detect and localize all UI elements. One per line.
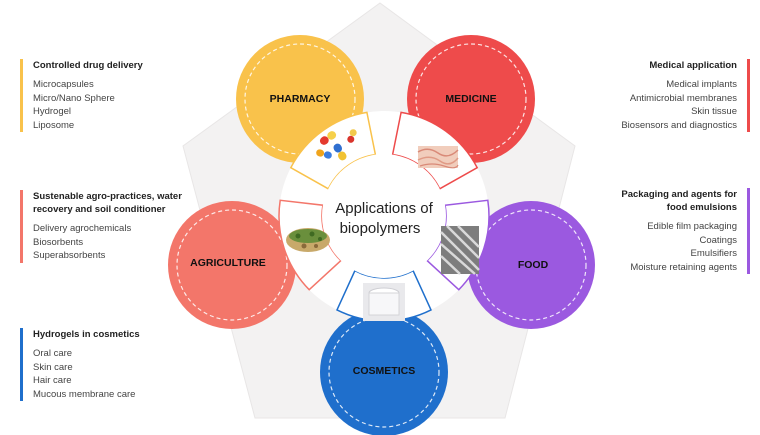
center-title-line1: Applications of <box>335 200 433 217</box>
segment-label-food: FOOD <box>518 259 549 271</box>
panel-pharmacy-item: Micro/Nano Sphere <box>33 92 115 104</box>
petal-dashed-ring-cosmetics <box>328 316 440 428</box>
panel-medicine-item: Skin tissue <box>691 106 737 117</box>
segment-label-medicine: MEDICINE <box>445 93 496 105</box>
panel-food-item: Emulsifiers <box>690 248 737 259</box>
panel-agriculture: Sustenable agro-practices, water recover… <box>20 190 182 263</box>
panel-pharmacy-item: Hydrogel <box>33 106 72 117</box>
panel-cosmetics: Hydrogels in cosmetics Oral care Skin ca… <box>20 328 140 401</box>
petal-food <box>467 201 595 329</box>
segment-label-pharmacy: PHARMACY <box>270 93 331 105</box>
film-image <box>440 225 480 275</box>
segment-label-cosmetics: COSMETICS <box>353 365 415 377</box>
cream-jar-image <box>363 283 405 321</box>
tissue-image <box>417 146 459 169</box>
capsules-image <box>316 129 357 161</box>
panel-medicine-item: Antimicrobial membranes <box>629 92 737 104</box>
center-core <box>322 154 446 278</box>
petal-dashed-ring-agriculture <box>176 209 288 321</box>
panel-food-heading: Packaging and agents for food emulsions <box>621 188 737 214</box>
panel-agriculture-item: Biosorbents <box>33 236 84 248</box>
panel-agriculture-heading-line2: recovery and soil conditioner <box>33 204 166 215</box>
panel-pharmacy-heading: Controlled drug delivery <box>33 60 143 71</box>
petal-dashed-ring-food <box>475 209 587 321</box>
panel-food-heading-line1: Packaging and agents for <box>621 189 737 200</box>
petal-dashed-ring-medicine <box>415 43 527 155</box>
panel-cosmetics-item: Oral care <box>33 348 73 359</box>
panel-agriculture-heading-line1: Sustenable agro-practices, water <box>33 191 182 202</box>
segment-label-agriculture: AGRICULTURE <box>190 257 266 269</box>
panel-agriculture-item: Delivery agrochemicals <box>33 223 132 234</box>
panel-cosmetics-heading: Hydrogels in cosmetics <box>33 329 140 340</box>
soil-image <box>286 228 330 252</box>
panel-food: Packaging and agents for food emulsions … <box>621 188 750 274</box>
panel-cosmetics-item: Hair care <box>33 375 72 386</box>
center-title-line2: biopolymers <box>340 220 421 237</box>
panel-medicine-heading: Medical application <box>649 60 737 71</box>
panel-food-item: Edible film packaging <box>647 221 737 232</box>
panel-medicine-item: Biosensors and diagnostics <box>621 119 737 131</box>
petal-cosmetics <box>320 308 448 435</box>
panel-agriculture-item: Superabsorbents <box>33 250 106 261</box>
panel-pharmacy-item: Liposome <box>33 119 75 131</box>
panel-pharmacy-item: Microcapsules <box>33 79 94 90</box>
panel-agriculture-heading: Sustenable agro-practices, water recover… <box>33 190 182 216</box>
panel-cosmetics-item: Mucous membrane care <box>33 388 136 400</box>
panel-food-item: Coatings <box>699 234 738 246</box>
panel-food-item: Moisture retaining agents <box>630 261 737 273</box>
petal-agriculture <box>168 201 296 329</box>
panel-pharmacy: Controlled drug delivery Microcapsules M… <box>20 59 143 132</box>
panel-medicine-item: Medical implants <box>666 79 737 90</box>
panel-cosmetics-item: Skin care <box>33 361 73 373</box>
panel-food-heading-line2: food emulsions <box>666 202 737 213</box>
panel-medicine: Medical application Medical implants Ant… <box>621 59 750 132</box>
